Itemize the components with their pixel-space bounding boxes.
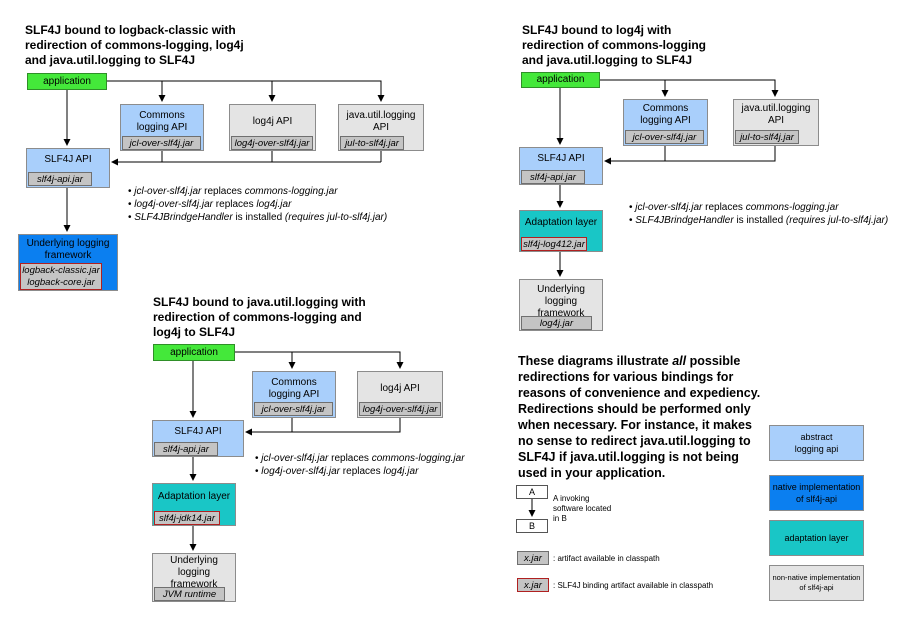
framework-jar: JVM runtime	[154, 587, 225, 601]
legend-adaptation: adaptation layer	[769, 520, 864, 556]
application-box: application	[27, 73, 107, 90]
framework-jar: log4j.jar	[521, 316, 592, 330]
explanation-paragraph: These diagrams illustrate all possible r…	[518, 354, 761, 480]
slf4j-api-label: SLF4J API	[44, 154, 92, 165]
note-item: • log4j-over-slf4j.jar replaces log4j.ja…	[128, 199, 292, 210]
application-label: application	[170, 346, 218, 358]
application-box: application	[153, 344, 235, 361]
commons-logging-api-label: Commons logging API	[136, 110, 188, 133]
note-item: • SLF4JBrindgeHandler is installed (requ…	[128, 212, 388, 223]
jul-jar: jul-to-slf4j.jar	[735, 130, 799, 144]
application-label: application	[536, 74, 585, 85]
note-item: • jcl-over-slf4j.jar replaces commons-lo…	[255, 453, 465, 464]
note-item: • log4j-over-slf4j.jar replaces log4j.ja…	[255, 466, 419, 477]
application-box: application	[521, 72, 600, 88]
framework-binding-jar: logback-classic.jar logback-core.jar	[20, 263, 102, 290]
legend-non-native-label: non-native implementation of slf4j-api	[772, 573, 861, 592]
legend-binding-jar-swatch: x.jar	[517, 578, 549, 592]
notes-log4j: • jcl-over-slf4j.jar replaces commons-lo…	[629, 201, 888, 227]
legend-box-a: A	[516, 485, 548, 499]
legend-abstract-api: abstract logging api	[769, 425, 864, 461]
log4j-jar: log4j-over-slf4j.jar	[359, 402, 441, 416]
legend-native-impl: native implementation of slf4j-api	[769, 475, 864, 511]
adaptation-binding-jar: slf4j-log412.jar	[521, 237, 587, 251]
jul-api-label: java.util.logging API	[346, 110, 416, 133]
adaptation-layer-label: Adaptation layer	[524, 217, 598, 228]
commons-jar: jcl-over-slf4j.jar	[254, 402, 333, 416]
note-item: • jcl-over-slf4j.jar replaces commons-lo…	[629, 202, 839, 213]
note-item: • SLF4JBrindgeHandler is installed (requ…	[629, 215, 889, 226]
emphasis: all	[672, 354, 687, 368]
log4j-api-label: log4j API	[380, 383, 420, 394]
slf4j-api-jar: slf4j-api.jar	[28, 172, 92, 186]
slf4j-api-label: SLF4J API	[537, 153, 585, 164]
legend-box-b: B	[516, 519, 548, 533]
note-item: • jcl-over-slf4j.jar replaces commons-lo…	[128, 186, 338, 197]
framework-label: Underlying logging framework	[537, 284, 585, 319]
legend-adaptation-label: adaptation layer	[784, 533, 849, 543]
commons-logging-api-label: Commons logging API	[640, 103, 691, 126]
title-jul: SLF4J bound to java.util.logging with re…	[153, 295, 366, 339]
legend-abstract-label: abstract logging api	[794, 432, 839, 454]
framework-label: Underlying logging framework	[26, 238, 110, 261]
framework-label: Underlying logging framework	[170, 555, 218, 590]
title-logback: SLF4J bound to logback-classic with redi…	[25, 23, 244, 67]
commons-jar: jcl-over-slf4j.jar	[625, 130, 704, 144]
legend-jar-text: : artifact available in classpath	[553, 554, 660, 563]
legend-non-native: non-native implementation of slf4j-api	[769, 565, 864, 601]
log4j-jar: log4j-over-slf4j.jar	[231, 136, 313, 150]
adaptation-binding-jar: slf4j-jdk14.jar	[154, 511, 220, 525]
legend-invoking-text: A invoking software located in B	[553, 494, 612, 523]
commons-jar: jcl-over-slf4j.jar	[122, 136, 201, 150]
legend-native-label: native implementation of slf4j-api	[772, 482, 861, 504]
jul-api-label: java.util.logging API	[741, 103, 811, 126]
slf4j-api-label: SLF4J API	[174, 426, 222, 437]
slf4j-api-box: SLF4J API	[519, 147, 603, 185]
legend-binding-text: : SLF4J binding artifact available in cl…	[553, 581, 714, 590]
log4j-api-label: log4j API	[252, 116, 293, 127]
title-log4j: SLF4J bound to log4j with redirection of…	[522, 23, 707, 67]
jul-jar: jul-to-slf4j.jar	[340, 136, 404, 150]
notes-logback: • jcl-over-slf4j.jar replaces commons-lo…	[128, 185, 387, 224]
notes-jul: • jcl-over-slf4j.jar replaces commons-lo…	[255, 452, 465, 478]
slf4j-api-jar: slf4j-api.jar	[521, 170, 585, 184]
commons-logging-api-label: Commons logging API	[268, 377, 320, 400]
legend-jar-swatch: x.jar	[517, 551, 549, 565]
application-label: application	[43, 75, 91, 87]
slf4j-api-jar: slf4j-api.jar	[154, 442, 218, 456]
adaptation-layer-label: Adaptation layer	[157, 491, 231, 502]
